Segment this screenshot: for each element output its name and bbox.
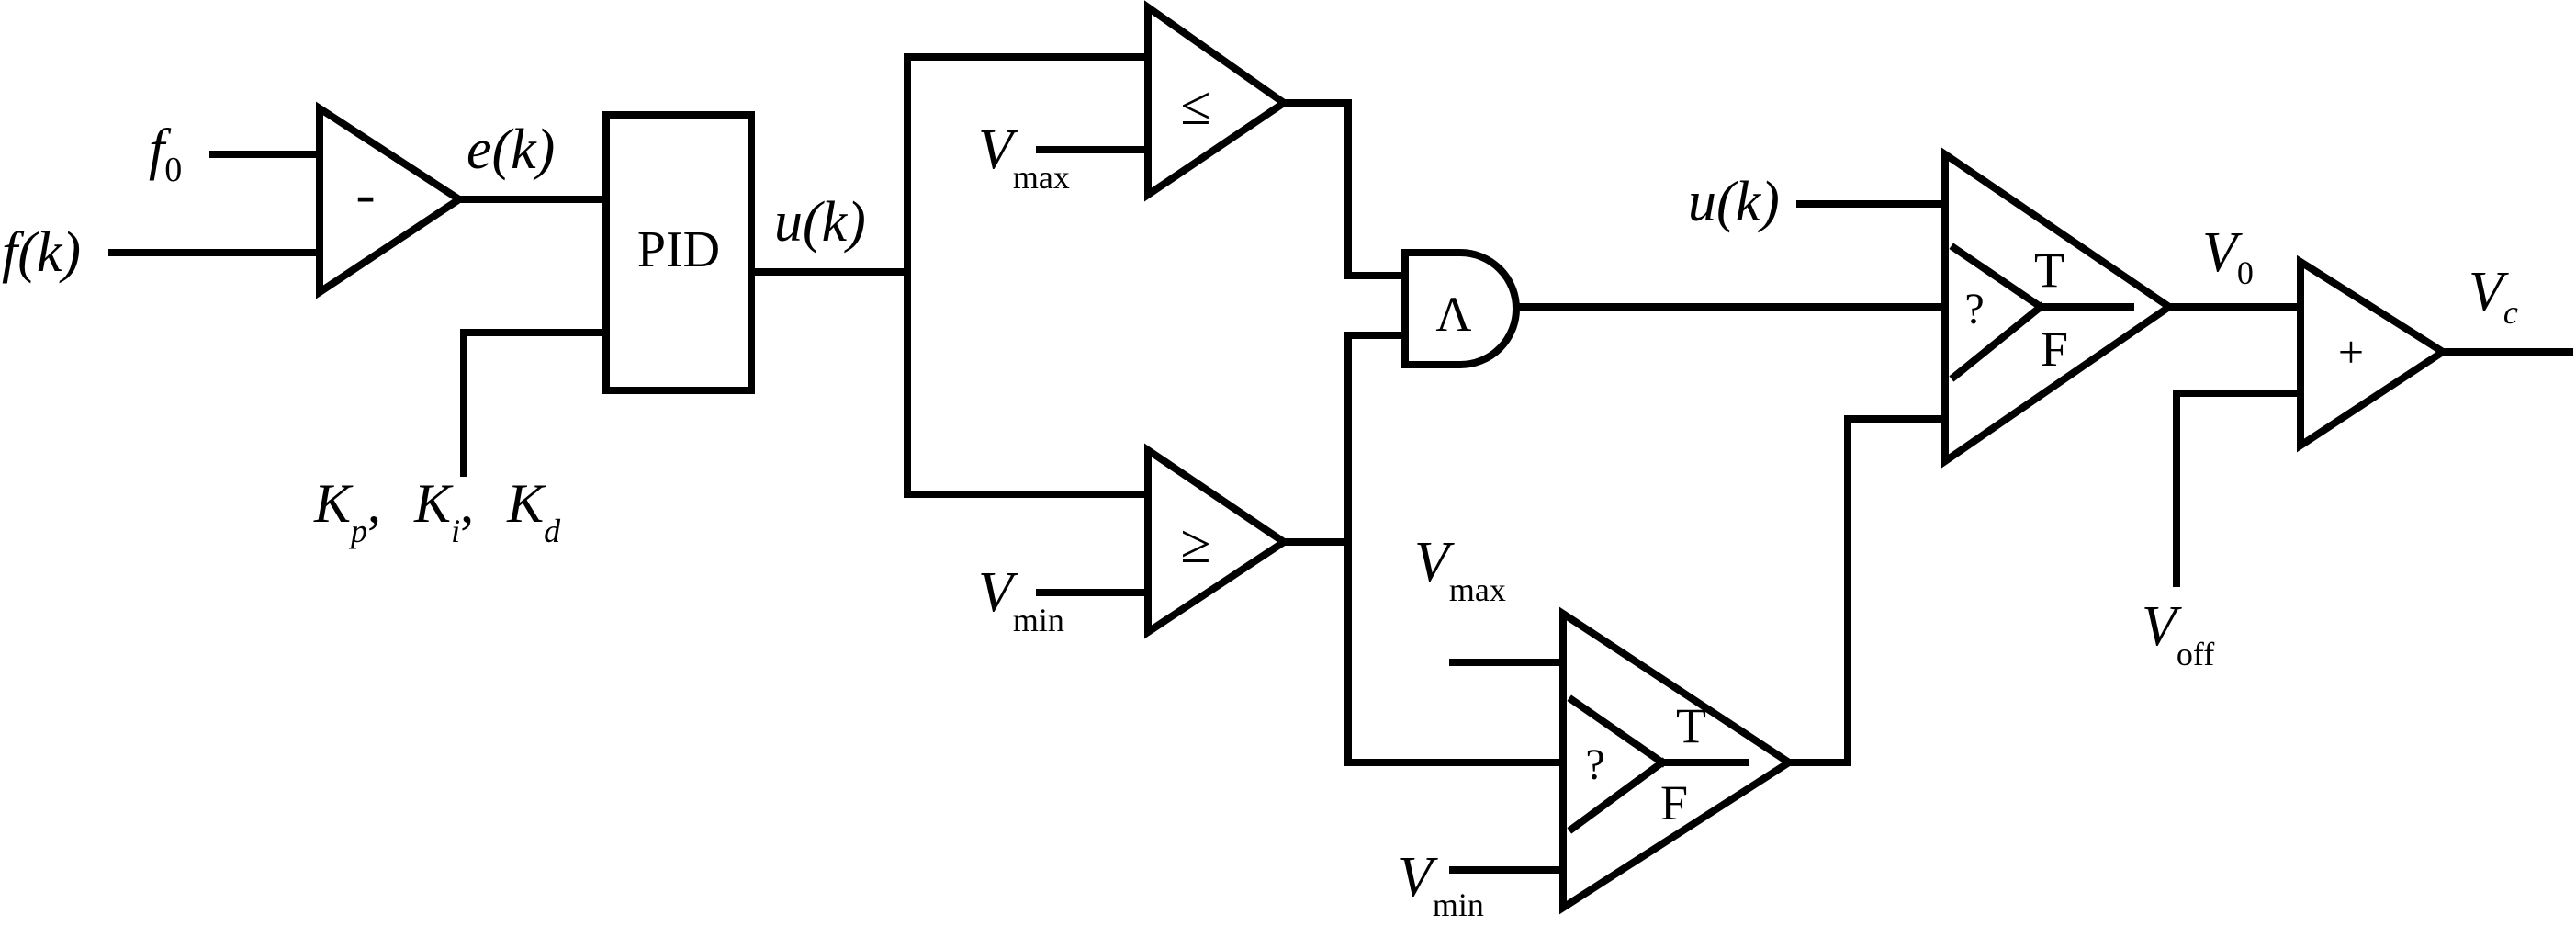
pid-output-label: u(k) [774,191,866,254]
wire-voff-to-add [2173,390,2304,587]
wire-geq-to-bottom-select [1344,538,1565,766]
add-symbol: + [2338,326,2364,378]
pid-label: PID [637,221,720,278]
error-label: e(k) [467,119,555,181]
subtract-block: - [316,101,467,299]
bottom-select-cond: ? [1585,740,1604,789]
wire-geq-to-and-and-select [1280,332,1409,546]
v0-label: V0 [2202,221,2254,291]
and-symbol: Λ [1435,287,1471,342]
geq-comparator: ≥ [1144,443,1291,639]
top-select-block: ? T F [1941,147,2177,469]
wire-uk-branch [904,53,1150,498]
vmax-top-label: Vmax [978,119,1070,196]
voff-label: Voff [2142,595,2214,672]
and-gate: Λ [1401,249,1520,368]
vmax-bottom-label: Vmax [1414,531,1506,608]
vmin-bottom-label: Vmin [1398,846,1484,923]
vmin-mid-label: Vmin [978,561,1064,638]
top-select-true: T [2034,243,2064,298]
wire-gains-to-pid [460,329,610,477]
bottom-select-block: ? T F [1559,606,1796,915]
fk-label: f(k) [2,221,81,284]
wire-bottom-select-to-top-select [1785,415,1948,766]
leq-symbol: ≤ [1181,75,1211,136]
bottom-select-true: T [1676,698,1706,753]
f0-label: f0 [149,119,182,189]
geq-symbol: ≥ [1181,514,1211,574]
subtract-symbol: - [355,161,375,226]
bottom-select-false: F [1660,775,1688,830]
add-block: + [2297,254,2450,453]
top-select-cond: ? [1964,285,1984,333]
uk-right-label: u(k) [1688,171,1780,233]
vc-label: Vc [2469,261,2518,331]
labels: f0 f(k) e(k) u(k) Kp,Ki,Kd Vmax Vmin Vma… [2,119,2518,923]
wire-leq-to-and [1280,99,1409,279]
wires [108,53,2573,874]
leq-comparator: ≤ [1144,0,1291,202]
pid-block: PID [602,111,755,394]
top-select-false: F [2041,322,2068,377]
gains-label: Kp,Ki,Kd [313,473,561,549]
